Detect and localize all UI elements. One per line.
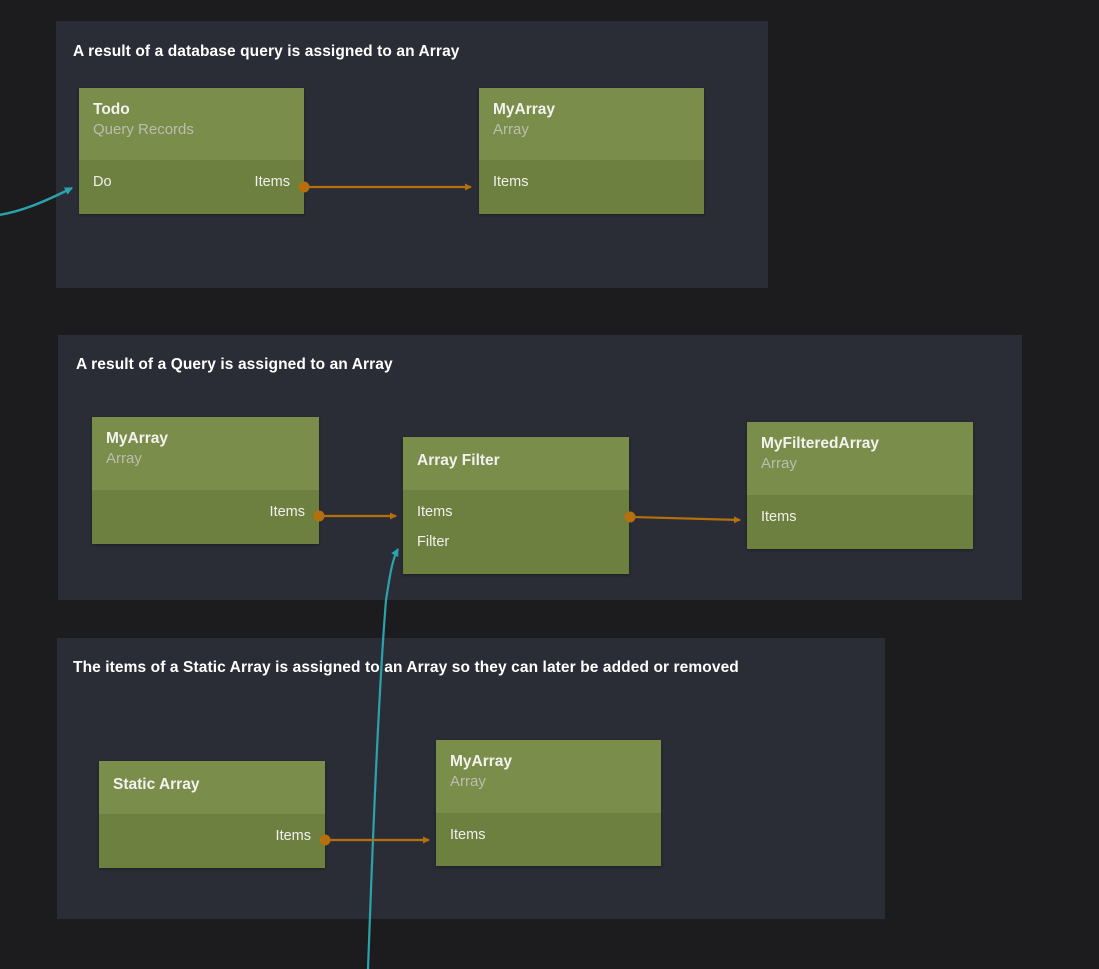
node-array-filter[interactable]: Array Filter Items Filter <box>403 437 629 574</box>
node-myarray-2-body: Items <box>92 490 319 536</box>
node-myarray-1-port-row: Items <box>479 168 704 196</box>
port-items-out-label[interactable]: Items <box>269 504 305 520</box>
node-array-filter-port-items: Items <box>403 498 629 526</box>
node-myarray-2[interactable]: MyArray Array Items <box>92 417 319 544</box>
node-array-filter-title: Array Filter <box>417 452 500 469</box>
node-myarray-2-title: MyArray <box>106 430 169 447</box>
node-todo-header: Todo Query Records <box>79 88 304 160</box>
node-myarray-1[interactable]: MyArray Array Items <box>479 88 704 214</box>
node-myfilteredarray-port-row: Items <box>747 503 973 531</box>
node-myarray-3-subtitle: Array <box>450 772 486 790</box>
node-static-array-body: Items <box>99 814 325 860</box>
node-myarray-3[interactable]: MyArray Array Items <box>436 740 661 866</box>
port-do-label[interactable]: Do <box>93 174 112 190</box>
node-myfilteredarray-body: Items <box>747 495 973 541</box>
node-myfilteredarray-subtitle: Array <box>761 454 797 472</box>
node-myarray-3-port-row: Items <box>436 821 661 849</box>
port-items-out-label[interactable]: Items <box>254 174 290 190</box>
port-filter-in-label[interactable]: Filter <box>417 534 450 550</box>
node-myarray-3-header: MyArray Array <box>436 740 661 813</box>
node-array-filter-body: Items Filter <box>403 490 629 566</box>
node-myarray-2-subtitle: Array <box>106 449 142 467</box>
node-array-filter-header: Array Filter <box>403 437 629 490</box>
node-static-array-title: Static Array <box>113 776 200 793</box>
node-todo-port-row: Do Items <box>79 168 304 196</box>
port-items-in-label[interactable]: Items <box>450 827 486 843</box>
panel-database-query-title: A result of a database query is assigned… <box>73 43 460 60</box>
panel-static-array-title: The items of a Static Array is assigned … <box>73 659 739 676</box>
port-items-in-label[interactable]: Items <box>493 174 529 190</box>
node-myarray-1-title: MyArray <box>493 101 556 118</box>
node-array-filter-port-filter: Filter <box>403 528 629 556</box>
node-myfilteredarray-title: MyFilteredArray <box>761 435 880 452</box>
node-myfilteredarray-header: MyFilteredArray Array <box>747 422 973 495</box>
port-items-out-label[interactable]: Items <box>275 828 311 844</box>
panel-query-result-title: A result of a Query is assigned to an Ar… <box>76 356 393 373</box>
node-myarray-1-subtitle: Array <box>493 120 529 138</box>
node-todo-title: Todo <box>93 101 130 118</box>
port-items-in-label[interactable]: Items <box>417 504 453 520</box>
node-static-array[interactable]: Static Array Items <box>99 761 325 868</box>
node-static-array-port-row: Items <box>99 822 325 850</box>
node-static-array-header: Static Array <box>99 761 325 814</box>
node-myarray-1-header: MyArray Array <box>479 88 704 160</box>
node-todo-body: Do Items <box>79 160 304 206</box>
node-todo[interactable]: Todo Query Records Do Items <box>79 88 304 214</box>
node-myarray-1-body: Items <box>479 160 704 206</box>
node-myarray-2-port-row: Items <box>92 498 319 526</box>
node-todo-subtitle: Query Records <box>93 120 194 138</box>
node-myfilteredarray[interactable]: MyFilteredArray Array Items <box>747 422 973 549</box>
node-myarray-2-header: MyArray Array <box>92 417 319 490</box>
node-myarray-3-body: Items <box>436 813 661 859</box>
port-items-in-label[interactable]: Items <box>761 509 797 525</box>
node-myarray-3-title: MyArray <box>450 753 513 770</box>
